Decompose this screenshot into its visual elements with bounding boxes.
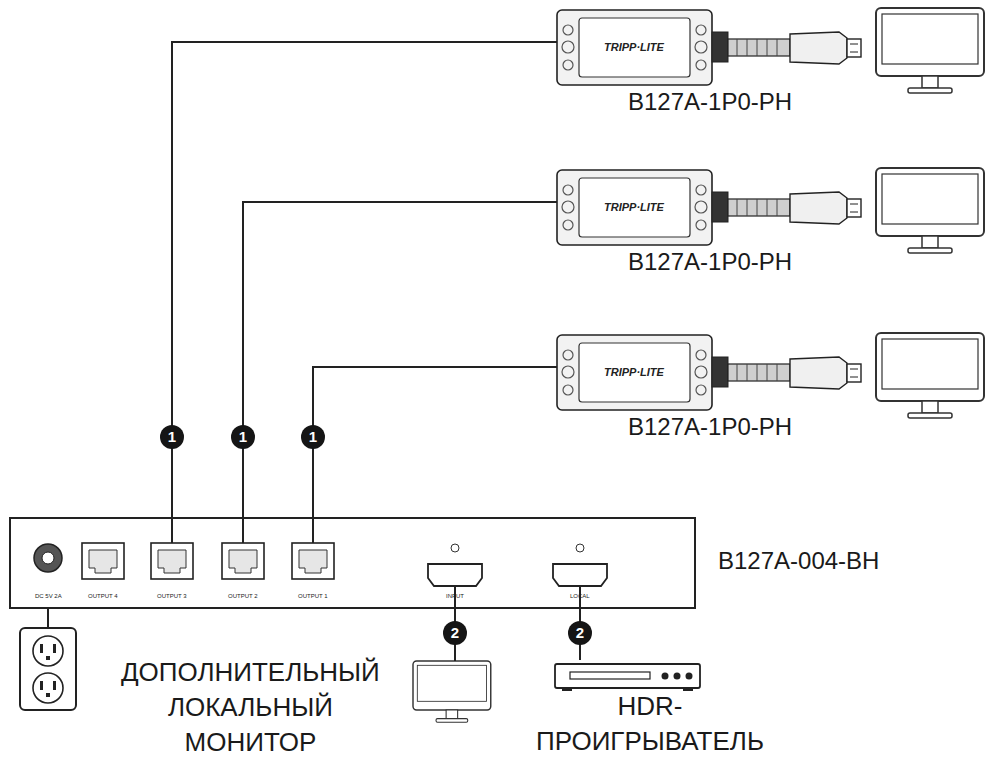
callout-number: 1 xyxy=(231,425,255,449)
port-label: INPUT xyxy=(446,593,464,600)
cable-connector xyxy=(172,42,557,518)
port-label: OUTPUT 1 xyxy=(298,593,328,600)
power-label: DC 5V 2A xyxy=(35,593,62,600)
cable-connector xyxy=(243,202,557,518)
cable-connector xyxy=(313,367,557,518)
splitter-housing xyxy=(10,518,695,608)
port-label: OUTPUT 2 xyxy=(228,593,258,600)
port-label: LOCAL xyxy=(570,593,590,600)
port-label: OUTPUT 3 xyxy=(157,593,187,600)
receiver-node: B127A-1P0-PH xyxy=(557,335,857,447)
receiver-unit xyxy=(557,170,861,245)
callout-number: 1 xyxy=(160,425,184,449)
callout-number: 2 xyxy=(568,621,592,645)
splitter-node: B127A-004-BH xyxy=(10,518,940,608)
model-label: B127A-1P0-PH xyxy=(628,413,792,441)
callout-number: 2 xyxy=(443,621,467,645)
callout-number: 1 xyxy=(301,425,325,449)
port-label: OUTPUT 4 xyxy=(88,593,118,600)
brand-logo: TRIPP·LITE xyxy=(604,201,664,213)
receiver-unit xyxy=(557,335,861,410)
local-monitor-node: ДОПОЛНИТЕЛЬНЫЙ ЛОКАЛЬНЫЙ МОНИТОР xyxy=(95,655,495,763)
player-node: HDR- ПРОИГРЫВАТЕЛЬ xyxy=(520,660,790,764)
hdr-player-icon xyxy=(555,664,700,691)
model-label: B127A-004-BH xyxy=(718,547,879,575)
local-monitor-icon xyxy=(413,661,491,722)
receiver-unit xyxy=(557,10,861,85)
power-outlet xyxy=(20,608,76,710)
display-monitor xyxy=(876,8,984,93)
model-label: B127A-1P0-PH xyxy=(628,88,792,116)
brand-logo: TRIPP·LITE xyxy=(604,41,664,53)
device-caption: ДОПОЛНИТЕЛЬНЫЙ ЛОКАЛЬНЫЙ МОНИТОР xyxy=(121,655,380,760)
receiver-node: B127A-1P0-PH xyxy=(557,170,857,282)
receiver-node: B127A-1P0-PH xyxy=(557,10,857,122)
display-monitor xyxy=(876,168,984,253)
device-caption: HDR- ПРОИГРЫВАТЕЛЬ xyxy=(536,689,764,759)
brand-logo: TRIPP·LITE xyxy=(604,366,664,378)
display-monitor xyxy=(876,333,984,418)
model-label: B127A-1P0-PH xyxy=(628,248,792,276)
